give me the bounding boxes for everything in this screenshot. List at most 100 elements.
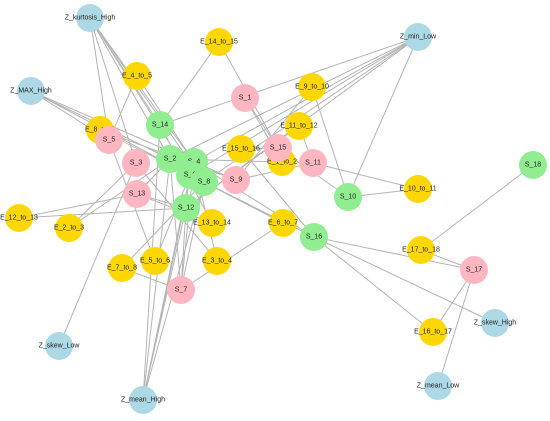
node-s-16: S_16 — [300, 223, 328, 251]
node-circle-e-16-to-17 — [419, 318, 447, 346]
node-circle-e-5-to-6 — [141, 247, 169, 275]
node-circle-e-3-to-4 — [203, 247, 231, 275]
node-e-13-to-14: E_13_to_14 — [193, 209, 231, 237]
node-label-z-min-low: Z_min_Low — [400, 34, 437, 41]
node-label-s-13: S_13 — [129, 191, 145, 198]
node-label-s-9: S_9 — [230, 177, 243, 184]
node-circle-e-15-to-16 — [227, 135, 255, 163]
node-s-13: S_13 — [123, 180, 151, 208]
node-layer: Z_kurtosis_HighZ_min_LowZ_MAX_HighZ_skew… — [0, 4, 547, 414]
node-label-e-13-to-14: E_13_to_14 — [193, 220, 231, 227]
node-circle-e-7-to-8 — [108, 254, 136, 282]
node-s-1: S_1 — [231, 84, 259, 112]
node-circle-z-skew-high — [481, 309, 509, 337]
node-circle-e-14-to-15 — [205, 28, 233, 56]
node-label-e-12-to-13: E_12_to_13 — [0, 215, 38, 222]
node-s-2: S_2 — [156, 145, 184, 173]
node-z-mean-low: Z_mean_Low — [417, 372, 460, 400]
edge-e-9-to-10-s-10 — [311, 86, 349, 198]
node-label-s-18: S_18 — [525, 162, 541, 169]
node-e-7-to-8: E_7_to_8 — [107, 254, 137, 282]
node-circle-s-12 — [172, 194, 200, 222]
node-label-e-14-to-15: E_14_to_15 — [200, 39, 238, 46]
node-circle-s-9 — [222, 166, 250, 194]
node-label-e-9-to-10: E_9_to_10 — [295, 84, 329, 91]
node-label-s-3: S_3 — [130, 160, 143, 167]
node-label-z-skew-low: Z_skew_Low — [39, 343, 81, 350]
node-circle-z-max-high — [17, 77, 45, 105]
node-s-10: S_10 — [334, 183, 362, 211]
node-label-e-1-to-2: E_1_to_2 — [267, 159, 297, 166]
edge-layer — [18, 17, 534, 401]
edge-e-5-to-6-s-6 — [154, 174, 191, 262]
node-label-z-kurtosis-high: Z_kurtosis_High — [65, 15, 116, 22]
edge-e-16-to-17-s-16 — [313, 236, 434, 333]
node-s-9: S_9 — [222, 166, 250, 194]
node-circle-s-5 — [95, 126, 123, 154]
node-z-kurtosis-high: Z_kurtosis_High — [65, 4, 116, 32]
node-circle-z-mean-low — [424, 372, 452, 400]
node-label-s-14: S_14 — [152, 122, 168, 129]
node-s-17: S_17 — [460, 256, 488, 284]
node-e-5-to-6: E_5_to_6 — [140, 247, 170, 275]
node-label-s-1: S_1 — [239, 95, 252, 102]
node-circle-s-10 — [334, 183, 362, 211]
node-label-s-7: S_7 — [175, 287, 188, 294]
node-z-skew-high: Z_skew_High — [474, 309, 517, 337]
node-circle-z-min-low — [404, 23, 432, 51]
node-e-11-to-12: E_11_to_12 — [280, 112, 318, 140]
node-circle-e-17-to-18 — [407, 236, 435, 264]
node-label-s-10: S_10 — [340, 194, 356, 201]
node-circle-s-14 — [146, 111, 174, 139]
node-label-s-15: S_15 — [270, 145, 286, 152]
node-label-e-15-to-16: E_15_to_16 — [222, 146, 260, 153]
edge-e-2-to-3-s-3 — [68, 162, 137, 229]
node-e-3-to-4: E_3_to_4 — [202, 247, 232, 275]
node-z-mean-high: Z_mean_High — [121, 386, 165, 414]
node-z-skew-low: Z_skew_Low — [39, 332, 81, 360]
node-circle-e-13-to-14 — [198, 209, 226, 237]
edge-z-min-low-s-2 — [169, 36, 419, 160]
node-label-z-mean-high: Z_mean_High — [121, 397, 165, 404]
edge-e-10-to-11-s-11 — [312, 162, 419, 190]
node-label-s-11: S_11 — [305, 160, 321, 167]
node-e-17-to-18: E_17_to_18 — [402, 236, 440, 264]
edge-e-12-to-13-s-13 — [18, 193, 138, 219]
node-e-14-to-15: E_14_to_15 — [200, 28, 238, 56]
edge-s-7-s-2 — [169, 158, 182, 291]
edge-z-skew-high-s-16 — [313, 236, 496, 324]
node-e-16-to-17: E_16_to_17 — [414, 318, 452, 346]
node-label-s-5: S_5 — [103, 137, 116, 144]
edge-e-14-to-15-s-14 — [159, 41, 220, 126]
edge-e-15-to-16-s-16 — [240, 148, 315, 238]
edge-z-min-low-s-10 — [347, 36, 419, 198]
node-circle-z-mean-high — [129, 386, 157, 414]
node-label-s-2: S_2 — [164, 156, 177, 163]
node-circle-z-kurtosis-high — [76, 4, 104, 32]
node-label-z-max-high: Z_MAX_High — [10, 88, 52, 95]
node-circle-s-3 — [122, 149, 150, 177]
edge-e-12-to-13-s-12 — [18, 207, 187, 219]
node-z-min-low: Z_min_Low — [400, 23, 437, 51]
edge-s-7-s-8 — [180, 181, 205, 291]
node-label-e-17-to-18: E_17_to_18 — [402, 247, 440, 254]
node-label-s-6: S_6 — [184, 172, 197, 179]
edge-e-17-to-18-s-18 — [420, 164, 534, 251]
node-label-s-8: S_8 — [198, 179, 211, 186]
node-label-z-mean-low: Z_mean_Low — [417, 383, 460, 390]
node-circle-s-18 — [519, 151, 547, 179]
node-circle-s-2 — [156, 145, 184, 173]
node-label-e-11-to-12: E_11_to_12 — [280, 123, 317, 130]
node-label-e-10-to-11: E_10_to_11 — [399, 186, 436, 193]
node-label-s-12: S_12 — [178, 205, 194, 212]
edge-e-6-to-7-s-7 — [180, 222, 284, 291]
edge-z-min-low-s-14 — [159, 36, 419, 126]
node-circle-e-10-to-11 — [404, 175, 432, 203]
node-circle-s-11 — [299, 149, 327, 177]
node-circle-s-13 — [123, 180, 151, 208]
node-e-9-to-10: E_9_to_10 — [295, 73, 329, 101]
node-circle-s-1 — [231, 84, 259, 112]
node-label-z-skew-high: Z_skew_High — [474, 320, 517, 327]
node-circle-s-17 — [460, 256, 488, 284]
edge-s-16-s-17 — [313, 236, 475, 271]
